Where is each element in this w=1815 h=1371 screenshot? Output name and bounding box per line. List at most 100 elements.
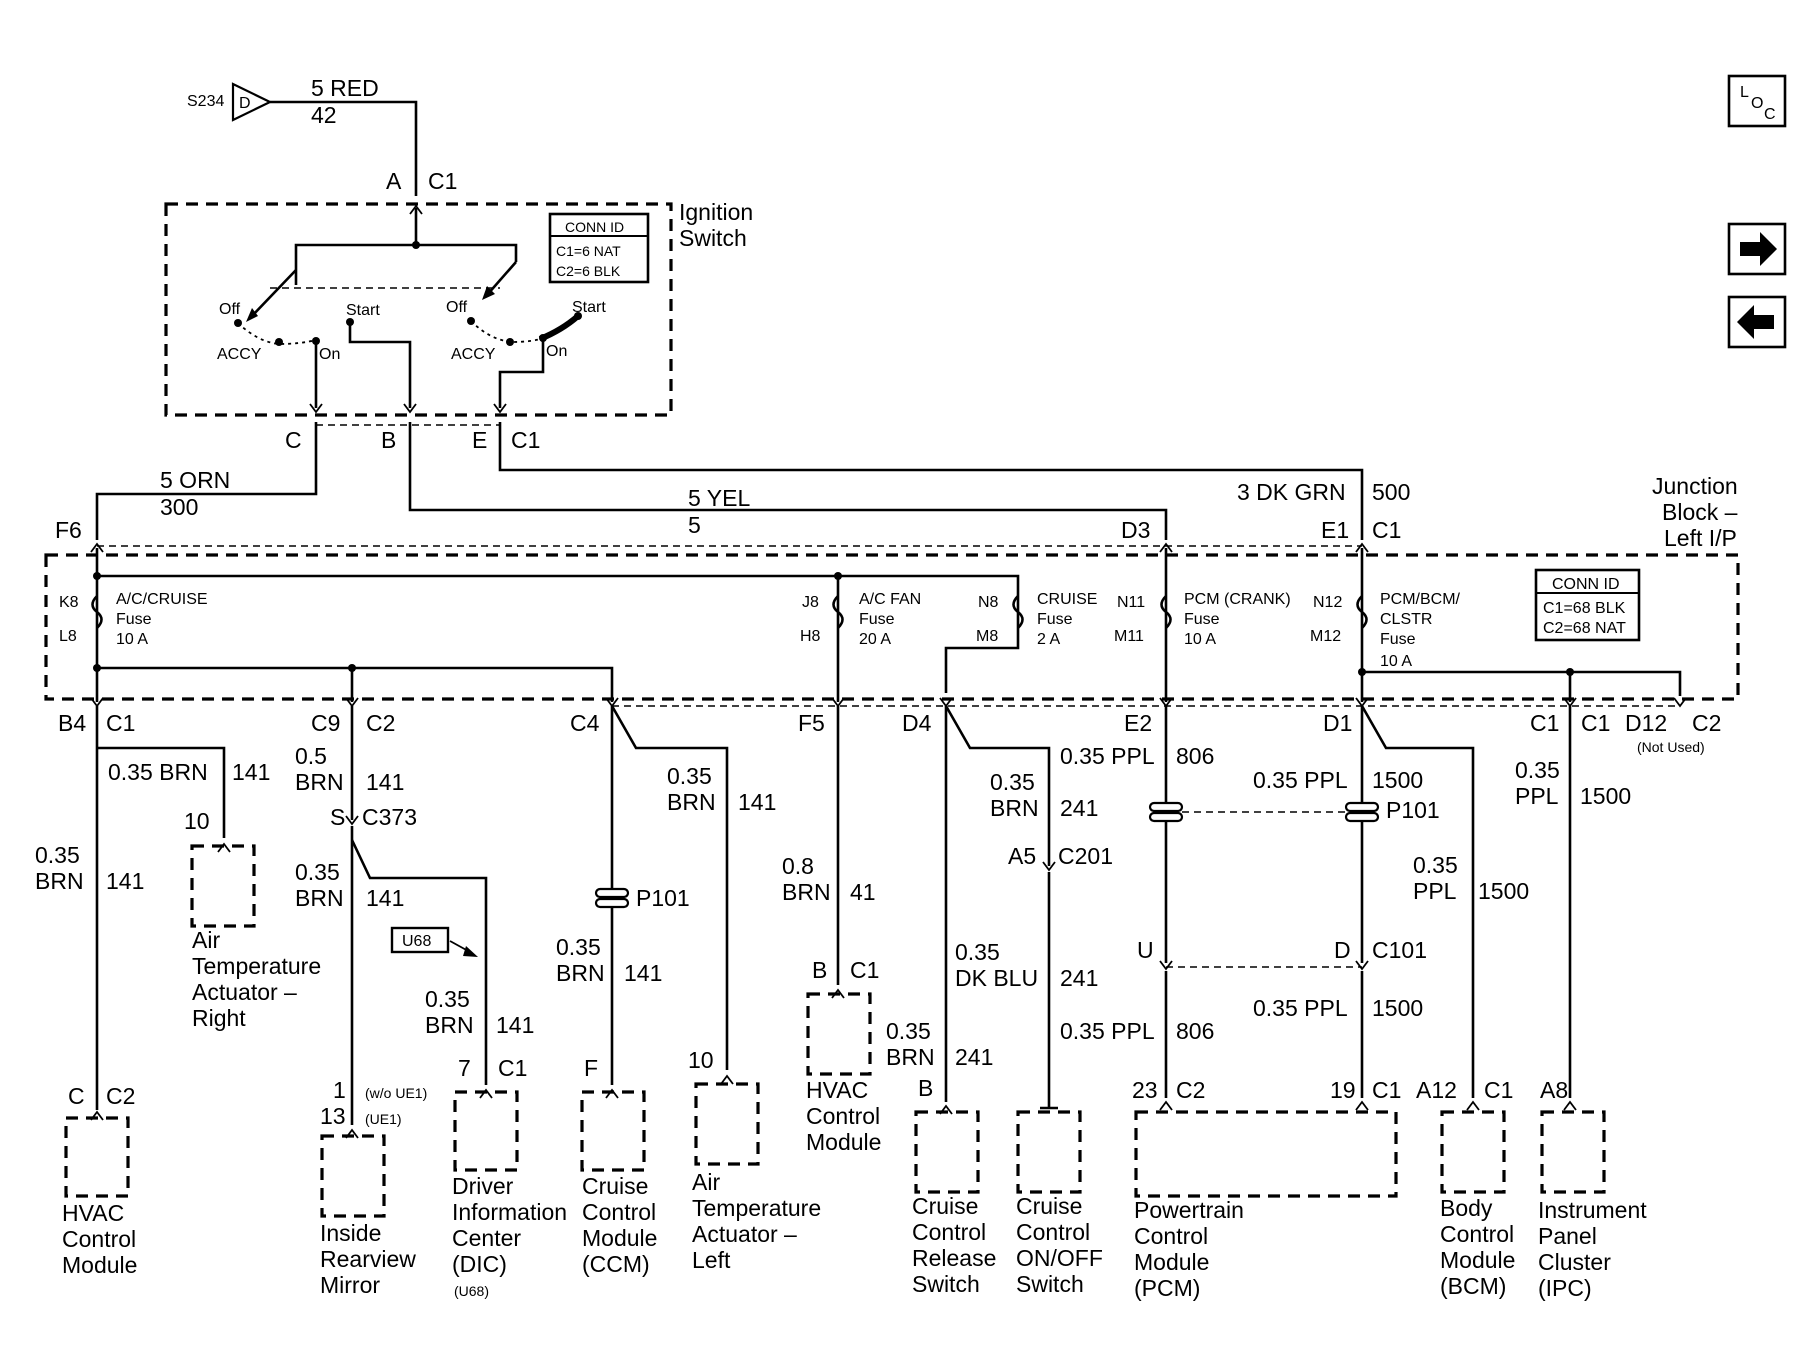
grn-circuit: 500 <box>1372 479 1410 505</box>
feed-gauge: 5 RED <box>311 75 379 101</box>
svg-text:Control: Control <box>62 1226 136 1252</box>
svg-text:A/C/CRUISE: A/C/CRUISE <box>116 591 208 608</box>
svg-text:C101: C101 <box>1372 937 1427 963</box>
svg-text:19: 19 <box>1330 1077 1356 1103</box>
branch-c4: 0.35 BRN 141 P101 0.35 BRN 141 F 10 <box>556 705 776 1099</box>
svg-text:B4: B4 <box>58 710 86 736</box>
pos-off-right: Off <box>446 299 468 316</box>
yel-circuit: 5 <box>688 512 701 538</box>
jb-conn-title: CONN ID <box>1552 576 1620 593</box>
inside-rearview-mirror <box>320 1134 386 1218</box>
pos-start-right: Start <box>572 299 606 316</box>
svg-text:N12: N12 <box>1313 594 1342 611</box>
component-boxes: Air Temperature Actuator – Right HVAC Co… <box>62 844 1647 1301</box>
svg-text:Body: Body <box>1440 1195 1493 1221</box>
svg-text:Fuse: Fuse <box>1037 611 1073 628</box>
svg-text:Air: Air <box>192 927 220 953</box>
svg-text:PCM (CRANK): PCM (CRANK) <box>1184 591 1291 608</box>
svg-text:C1: C1 <box>1484 1077 1513 1103</box>
svg-text:HVAC: HVAC <box>806 1077 868 1103</box>
svg-text:0.35 PPL: 0.35 PPL <box>1060 743 1155 769</box>
cruise-control-module <box>580 1090 646 1172</box>
svg-text:E2: E2 <box>1124 710 1152 736</box>
svg-text:Control: Control <box>912 1219 986 1245</box>
svg-text:Mirror: Mirror <box>320 1272 380 1298</box>
svg-text:0.35 PPL: 0.35 PPL <box>1060 1018 1155 1044</box>
pos-off-left: Off <box>219 301 241 318</box>
svg-text:L: L <box>1740 84 1749 101</box>
svg-text:M11: M11 <box>1114 628 1144 645</box>
svg-text:C201: C201 <box>1058 843 1113 869</box>
svg-text:Temperature: Temperature <box>192 953 321 979</box>
svg-text:(U68): (U68) <box>454 1283 489 1299</box>
svg-text:241: 241 <box>1060 795 1098 821</box>
svg-text:C1: C1 <box>1581 710 1610 736</box>
hvac-control-module-left <box>64 1116 130 1198</box>
ignition-conn-c1: C1=6 NAT <box>556 243 621 259</box>
svg-text:Center: Center <box>452 1225 521 1251</box>
svg-text:Driver: Driver <box>452 1173 514 1199</box>
cruise-onoff-switch <box>1016 1110 1082 1194</box>
svg-text:N11: N11 <box>1117 594 1145 611</box>
svg-text:141: 141 <box>366 885 404 911</box>
junction-block: Junction Block – Left I/P F6 D3 E1 C1 CO… <box>44 473 1740 707</box>
svg-text:0.35: 0.35 <box>556 934 601 960</box>
jb-title-1: Junction <box>1652 473 1738 499</box>
svg-text:Module: Module <box>1440 1247 1515 1273</box>
svg-text:BRN: BRN <box>667 789 716 815</box>
svg-text:10: 10 <box>184 808 210 834</box>
air-temp-actuator-left <box>694 1082 760 1166</box>
svg-text:DK BLU: DK BLU <box>955 965 1038 991</box>
svg-text:Fuse: Fuse <box>116 611 152 628</box>
svg-text:Control: Control <box>1134 1223 1208 1249</box>
next-page-button[interactable] <box>1727 222 1787 276</box>
branch-d4: 0.35 PPL 806 0.35 BRN 241 A5 C201 0.35 D… <box>886 705 1214 1115</box>
svg-text:PCM/BCM/: PCM/BCM/ <box>1380 591 1461 608</box>
svg-text:Switch: Switch <box>912 1271 980 1297</box>
svg-text:2 A: 2 A <box>1037 631 1060 648</box>
svg-text:0.35: 0.35 <box>955 939 1000 965</box>
svg-text:K8: K8 <box>59 594 79 611</box>
pos-on-right: On <box>546 343 567 360</box>
svg-text:Control: Control <box>582 1199 656 1225</box>
ignition-switch: S234 D 5 RED 42 A C1 Ignition Switch CON… <box>164 75 753 453</box>
svg-text:C9: C9 <box>311 710 340 736</box>
svg-text:141: 141 <box>366 769 404 795</box>
bottom-pin-labels: B4 C1 C9 C2 C4 F5 D4 E2 D1 C1 C1 D12 C2 … <box>58 710 1721 755</box>
branch-d1: 0.35 PPL 1500 P101 D C101 0.35 PPL 1500 … <box>1166 705 1529 1111</box>
svg-text:Actuator –: Actuator – <box>192 979 297 1005</box>
powertrain-control-module <box>1134 1110 1398 1198</box>
ignition-title-1: Ignition <box>679 199 753 225</box>
svg-text:B: B <box>812 957 827 983</box>
ignition-title-2: Switch <box>679 225 747 251</box>
svg-text:Cruise: Cruise <box>582 1173 648 1199</box>
svg-text:C2: C2 <box>106 1083 135 1109</box>
svg-text:806: 806 <box>1176 1018 1214 1044</box>
svg-text:H8: H8 <box>800 628 821 645</box>
svg-text:Inside: Inside <box>320 1220 381 1246</box>
prev-page-button[interactable] <box>1727 295 1787 349</box>
svg-text:C1: C1 <box>106 710 135 736</box>
svg-text:Right: Right <box>192 1005 246 1031</box>
branch-f5: 0.8 BRN 41 B C1 <box>782 706 879 999</box>
pos-accy-right: ACCY <box>451 346 496 363</box>
fuse-cruise: N8 M8 CRUISE Fuse 2 A <box>976 591 1097 648</box>
svg-text:0.35: 0.35 <box>1515 757 1560 783</box>
svg-text:C: C <box>68 1083 85 1109</box>
svg-text:BRN: BRN <box>782 879 831 905</box>
feed-circuit: 42 <box>311 102 337 128</box>
svg-text:141: 141 <box>738 789 776 815</box>
jb-title-2: Block – <box>1662 499 1738 525</box>
svg-text:C1: C1 <box>498 1055 527 1081</box>
svg-text:Control: Control <box>806 1103 880 1129</box>
branch-c1-ipc: 0.35 PPL 1500 A8 <box>1515 706 1631 1111</box>
locator-button[interactable]: L O C <box>1727 74 1787 128</box>
svg-text:0.35: 0.35 <box>1413 852 1458 878</box>
pin-e: E <box>472 427 487 453</box>
svg-text:Fuse: Fuse <box>1380 631 1416 648</box>
svg-text:0.35: 0.35 <box>886 1018 931 1044</box>
svg-text:F5: F5 <box>798 710 825 736</box>
svg-text:20 A: 20 A <box>859 631 891 648</box>
svg-text:1500: 1500 <box>1372 767 1423 793</box>
svg-text:0.35: 0.35 <box>35 842 80 868</box>
